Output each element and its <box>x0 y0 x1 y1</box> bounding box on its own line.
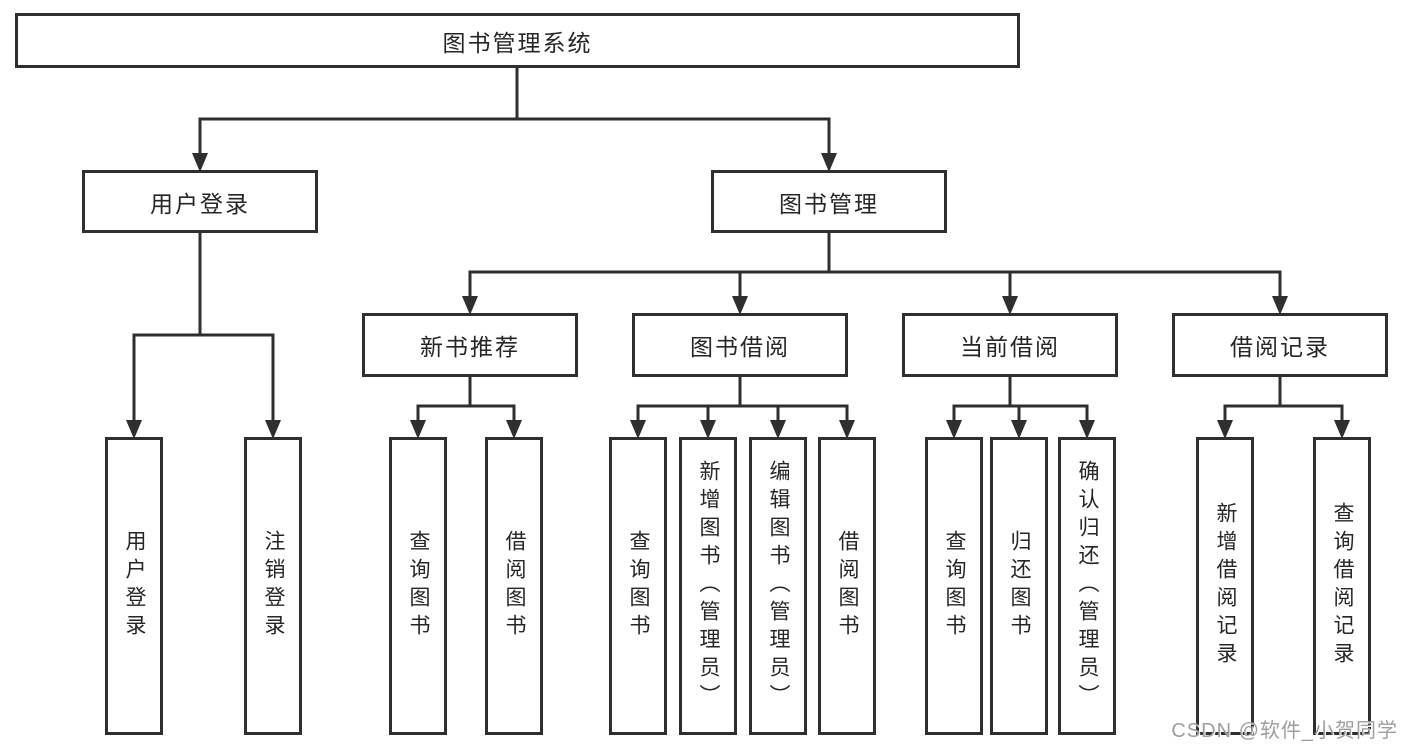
arrowhead-icon <box>1011 420 1027 439</box>
leaf-current-confirm-return-admin: 确认归还（管理员） <box>1058 437 1116 735</box>
leaf-user-login: 用户登录 <box>105 437 163 735</box>
node-book-borrowing: 图书借阅 <box>632 313 848 377</box>
arrowhead-icon <box>839 420 855 439</box>
arrowhead-icon <box>1002 296 1018 315</box>
leaf-logout-login: 注销登录 <box>244 437 302 735</box>
connector-borrowing-records-to-leaves <box>1223 375 1344 425</box>
arrowhead-icon <box>821 153 837 172</box>
arrowhead-icon <box>732 296 748 315</box>
node-borrowing-records: 借阅记录 <box>1172 313 1388 377</box>
connector-current-borrowing-to-leaves <box>952 375 1089 425</box>
arrowhead-icon <box>265 420 281 439</box>
arrowhead-icon <box>1217 420 1233 439</box>
node-book-management: 图书管理 <box>711 170 947 233</box>
connector-user-login-to-leaves <box>132 231 275 425</box>
arrowhead-icon <box>1272 296 1288 315</box>
leaf-current-query-books: 查询图书 <box>925 437 983 735</box>
connector-book-management-to-level3 <box>468 231 1282 301</box>
arrowhead-icon <box>770 420 786 439</box>
connector-new-book-recommend-to-leaves <box>416 375 516 425</box>
node-user-login: 用户登录 <box>82 170 318 233</box>
leaf-borrowing-add-books-admin: 新增图书（管理员） <box>679 437 737 735</box>
node-new-book-recommend: 新书推荐 <box>362 313 578 377</box>
arrowhead-icon <box>700 420 716 439</box>
connector-book-borrowing-to-leaves <box>636 375 849 425</box>
arrowhead-icon <box>192 153 208 172</box>
arrowhead-icon <box>462 296 478 315</box>
node-current-borrowing: 当前借阅 <box>902 313 1118 377</box>
leaf-recommend-borrow-books: 借阅图书 <box>485 437 543 735</box>
node-library-management-system: 图书管理系统 <box>15 13 1020 68</box>
leaf-borrowing-edit-books-admin: 编辑图书（管理员） <box>749 437 807 735</box>
arrowhead-icon <box>506 420 522 439</box>
arrowhead-icon <box>126 420 142 439</box>
arrowhead-icon <box>1079 420 1095 439</box>
csdn-watermark: CSDN @软件_小贺同学 <box>1171 720 1398 742</box>
leaf-records-query-record: 查询借阅记录 <box>1313 437 1371 735</box>
leaf-borrowing-query-books: 查询图书 <box>609 437 667 735</box>
arrowhead-icon <box>1334 420 1350 439</box>
leaf-records-add-record: 新增借阅记录 <box>1196 437 1254 735</box>
arrowhead-icon <box>946 420 962 439</box>
arrowhead-icon <box>410 420 426 439</box>
connector-root-to-level2 <box>198 66 831 158</box>
leaf-borrowing-borrow-books: 借阅图书 <box>818 437 876 735</box>
leaf-current-return-books: 归还图书 <box>990 437 1048 735</box>
leaf-recommend-query-books: 查询图书 <box>389 437 447 735</box>
arrowhead-icon <box>630 420 646 439</box>
